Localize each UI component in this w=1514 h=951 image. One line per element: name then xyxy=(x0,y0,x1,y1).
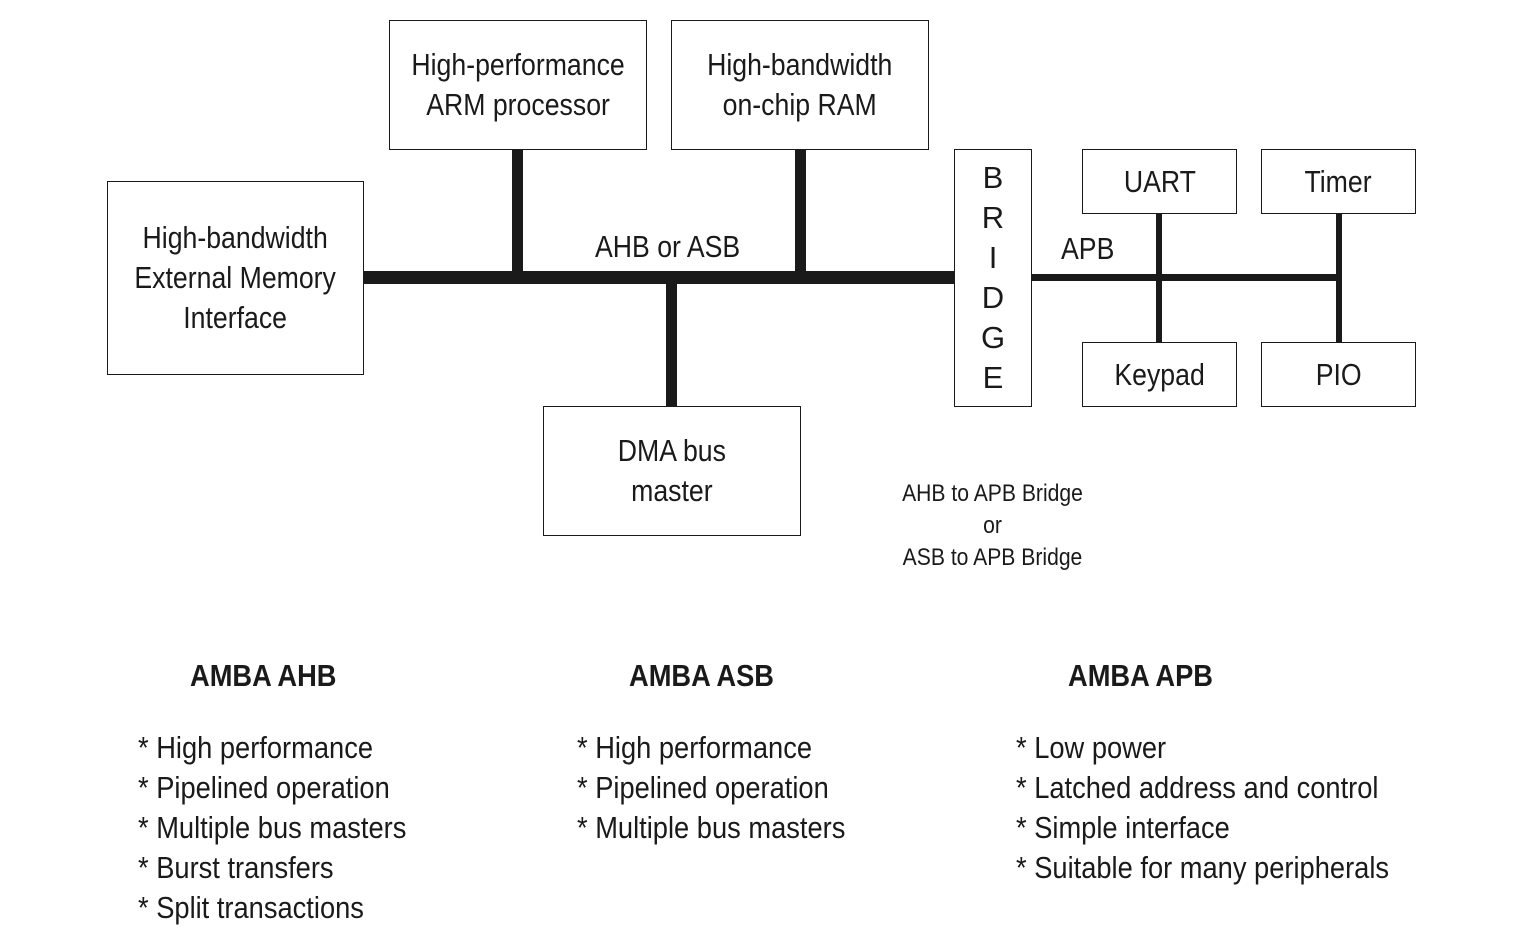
timer-pio-connector xyxy=(1336,213,1342,343)
apb-bus-line xyxy=(1030,274,1340,281)
keypad-label: Keypad xyxy=(1114,356,1205,392)
amba-ahb-features: * High performance * Pipelined operation… xyxy=(138,728,443,928)
bridge-letter: D xyxy=(981,280,1005,315)
dma-bus-connector xyxy=(666,278,677,408)
amba-ahb-column: AMBA AHB * High performance * Pipelined … xyxy=(138,656,406,925)
bridge-note-line: ASB to APB Bridge xyxy=(902,544,1083,571)
bridge-letter: B xyxy=(982,160,1004,195)
bridge-label: B R I D G E xyxy=(981,158,1005,398)
amba-asb-title: AMBA ASB xyxy=(629,658,774,693)
bridge-letter: E xyxy=(982,360,1004,395)
arm-processor-label: High-performance ARM processor xyxy=(411,47,625,122)
amba-asb-features: * High performance * Pipelined operation… xyxy=(577,728,882,848)
bridge-letter: G xyxy=(980,320,1006,355)
list-item: * Multiple bus masters xyxy=(138,810,407,845)
list-item: * Burst transfers xyxy=(138,850,334,885)
list-item: * High performance xyxy=(577,730,813,765)
amba-ahb-title: AMBA AHB xyxy=(190,658,337,693)
bridge-note-line: AHB to APB Bridge xyxy=(902,480,1083,507)
uart-keypad-connector xyxy=(1156,213,1162,343)
arm-processor-box: High-performance ARM processor xyxy=(389,20,647,150)
dma-bus-master-box: DMA bus master xyxy=(543,406,801,536)
on-chip-ram-box: High-bandwidth on-chip RAM xyxy=(671,20,929,150)
on-chip-ram-label: High-bandwidth on-chip RAM xyxy=(707,47,893,122)
amba-apb-title: AMBA APB xyxy=(1068,658,1213,693)
apb-bus-label: APB xyxy=(1061,231,1115,266)
keypad-box: Keypad xyxy=(1082,342,1237,407)
pio-label: PIO xyxy=(1315,356,1362,392)
ahb-asb-bus-line xyxy=(363,271,955,284)
amba-apb-column: AMBA APB * Low power * Latched address a… xyxy=(1016,656,1389,885)
external-memory-interface-label: High-bandwidth External Memory Interface xyxy=(134,220,337,335)
list-item: * Split transactions xyxy=(138,890,364,925)
list-item: * Pipelined operation xyxy=(138,770,390,805)
timer-box: Timer xyxy=(1261,149,1416,214)
amba-apb-features: * Low power * Latched address and contro… xyxy=(1016,728,1440,888)
list-item: * Pipelined operation xyxy=(577,770,829,805)
bridge-letter: I xyxy=(988,240,998,275)
list-item: * Multiple bus masters xyxy=(577,810,846,845)
bridge-note: AHB to APB Bridge or ASB to APB Bridge xyxy=(880,478,1105,574)
uart-box: UART xyxy=(1082,149,1237,214)
list-item: * Latched address and control xyxy=(1016,770,1379,805)
list-item: * Low power xyxy=(1016,730,1167,765)
bridge-note-line: or xyxy=(983,512,1002,539)
amba-asb-column: AMBA ASB * High performance * Pipelined … xyxy=(577,656,845,845)
dma-bus-master-label: DMA bus master xyxy=(617,433,727,508)
bridge-box: B R I D G E xyxy=(954,149,1032,407)
uart-label: UART xyxy=(1123,163,1196,199)
timer-label: Timer xyxy=(1304,163,1373,199)
external-memory-interface-box: High-bandwidth External Memory Interface xyxy=(107,181,364,375)
list-item: * High performance xyxy=(138,730,374,765)
ahb-asb-bus-label: AHB or ASB xyxy=(595,229,741,264)
list-item: * Suitable for many peripherals xyxy=(1016,850,1390,885)
arm-bus-connector xyxy=(512,149,523,277)
pio-box: PIO xyxy=(1261,342,1416,407)
list-item: * Simple interface xyxy=(1016,810,1230,845)
bridge-letter: R xyxy=(981,200,1005,235)
ram-bus-connector xyxy=(795,149,806,277)
